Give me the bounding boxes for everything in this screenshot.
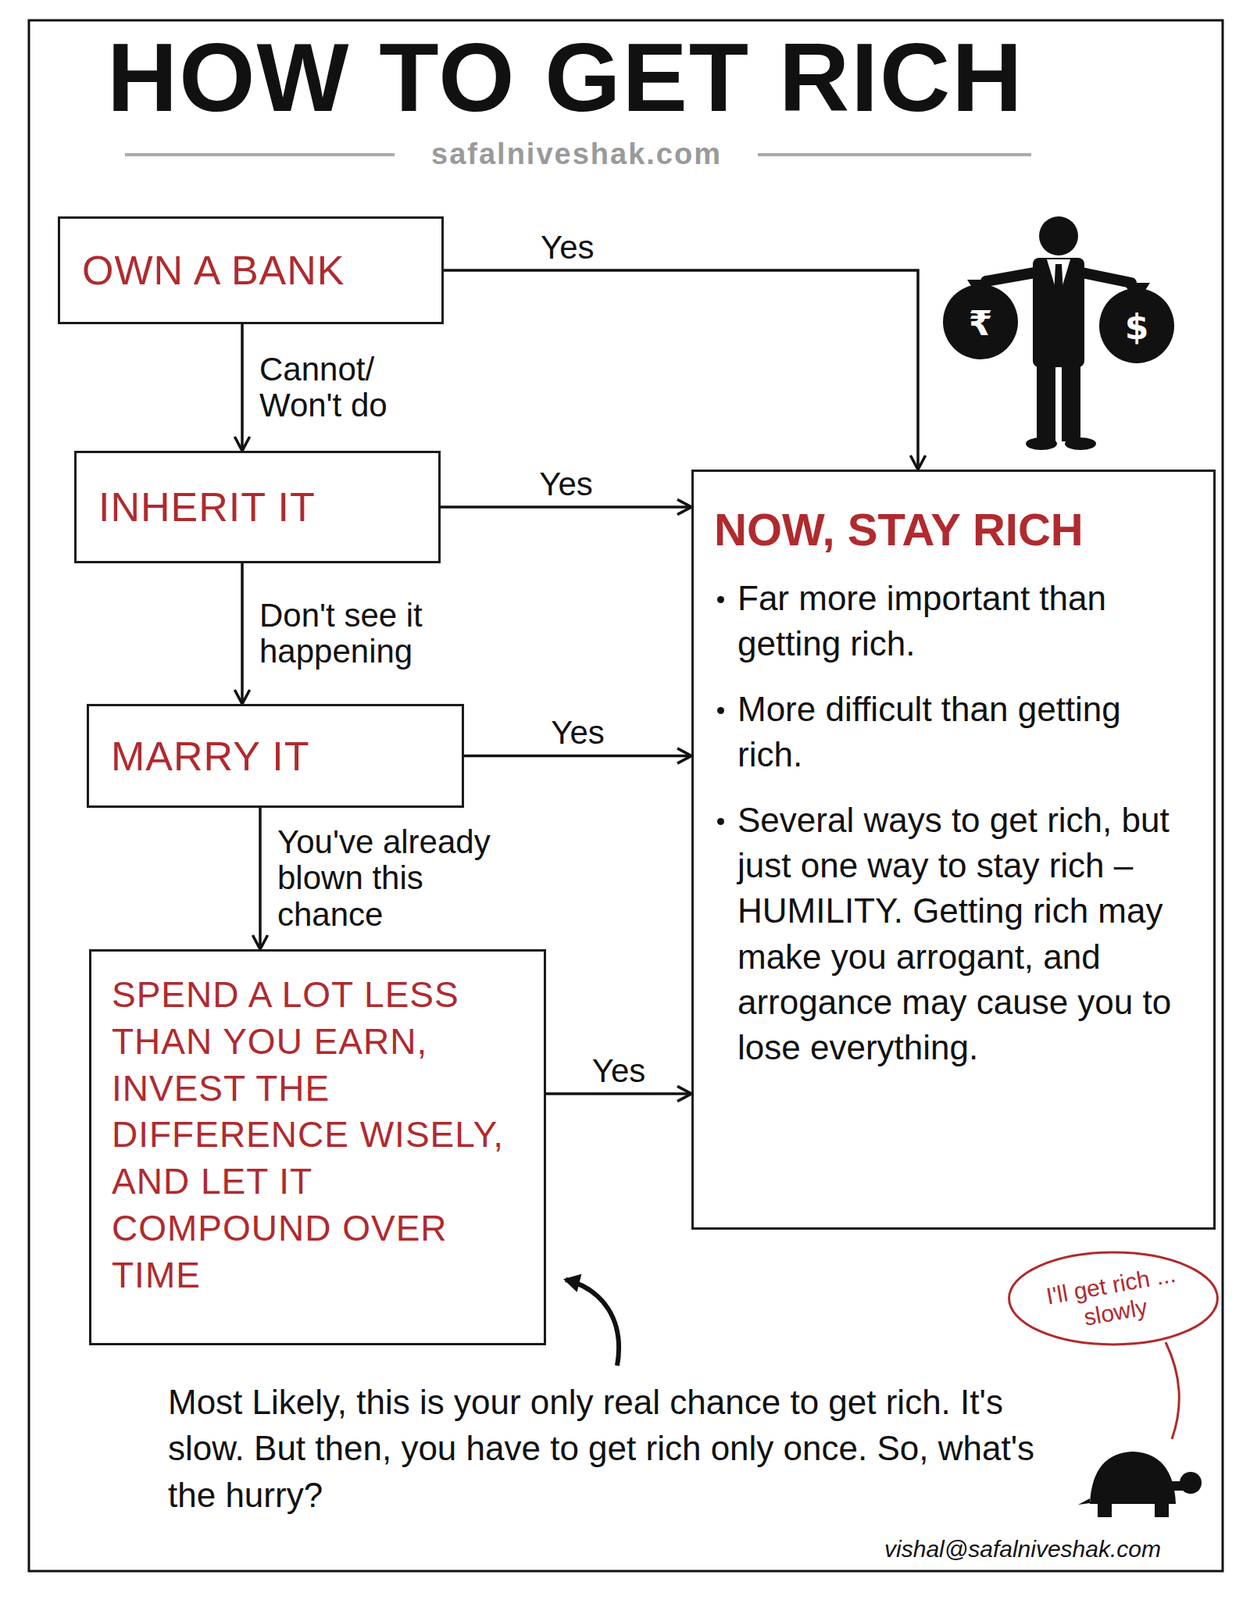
figure-arm (1078, 271, 1132, 283)
process-box: OWN A BANK (57, 216, 444, 325)
bubble-outline (1009, 1252, 1218, 1345)
figure-leg (1061, 363, 1081, 442)
money-bag (942, 284, 1018, 360)
figure-body (1032, 257, 1085, 368)
bullet: Several ways to get rich, but just one w… (714, 797, 1193, 1070)
tortoise-leg (1097, 1500, 1112, 1518)
result-box: NOW, STAY RICH Far more important than ge… (691, 469, 1216, 1230)
diagram-title: HOW TO GET RICH (107, 23, 1025, 132)
note-text: Most Likely, this is your only real chan… (167, 1378, 1067, 1518)
edge-label: Yes (547, 714, 608, 751)
bubble-tail (1165, 1342, 1179, 1440)
money-bag (1099, 288, 1175, 364)
flow-arrow (546, 1092, 692, 1096)
edge-label: Cannot/ Won't do (256, 351, 419, 424)
rule-line (125, 153, 395, 157)
tortoise-tail (1078, 1498, 1090, 1505)
flow-arrow (440, 505, 692, 509)
flow-arrow (258, 807, 262, 950)
tortoise-leg (1154, 1500, 1169, 1518)
step-text: MARRY IT (110, 732, 311, 780)
edge-label: Yes (589, 1053, 650, 1090)
website-label: safalniveshak.com (428, 137, 725, 172)
rich-man-figure (942, 216, 1175, 450)
speech-bubble: I'll get rich ... slowly (1004, 1248, 1222, 1349)
process-box: SPEND A LOT LESS THAN YOU EARN, INVEST T… (89, 949, 547, 1346)
edge-label: Yes (537, 229, 598, 266)
step-text: OWN A BANK (82, 246, 346, 294)
tortoise-shell (1089, 1451, 1176, 1504)
figure-leg (1036, 363, 1056, 442)
figure-arm (985, 271, 1040, 282)
rule-line (757, 153, 1032, 157)
figure-shoe (1064, 437, 1097, 450)
flow-arrow (240, 324, 244, 451)
bullet: More difficult than getting rich. (714, 686, 1193, 778)
tortoise-head (1179, 1471, 1202, 1494)
flow-arrow (464, 754, 692, 758)
flow-arrow (443, 270, 918, 470)
edge-label: Don't see it happening (256, 597, 482, 670)
currency-symbol: ₹ (968, 306, 993, 341)
figure-tie (1053, 264, 1065, 318)
process-box: MARRY IT (86, 703, 465, 808)
edge-label: Yes (535, 466, 597, 503)
step-text: SPEND A LOT LESS THAN YOU EARN, INVEST T… (111, 971, 524, 1300)
bullet: Far more important than getting rich. (714, 575, 1193, 667)
figure-shoe (1025, 437, 1058, 450)
flow-arrow (240, 563, 244, 704)
edge-label: You've already blown this chance (274, 824, 531, 933)
email-label: vishal@safalniveshak.com (881, 1535, 1165, 1564)
page-frame (28, 20, 1223, 1572)
heading: NOW, STAY RICH (714, 503, 1193, 556)
step-text: INHERIT IT (98, 483, 316, 531)
currency-symbol: $ (1125, 310, 1150, 345)
tortoise-figure (1078, 1451, 1202, 1518)
figure-head (1039, 216, 1079, 256)
process-box: INHERIT IT (74, 450, 441, 564)
pointer-arrow (565, 1279, 619, 1366)
